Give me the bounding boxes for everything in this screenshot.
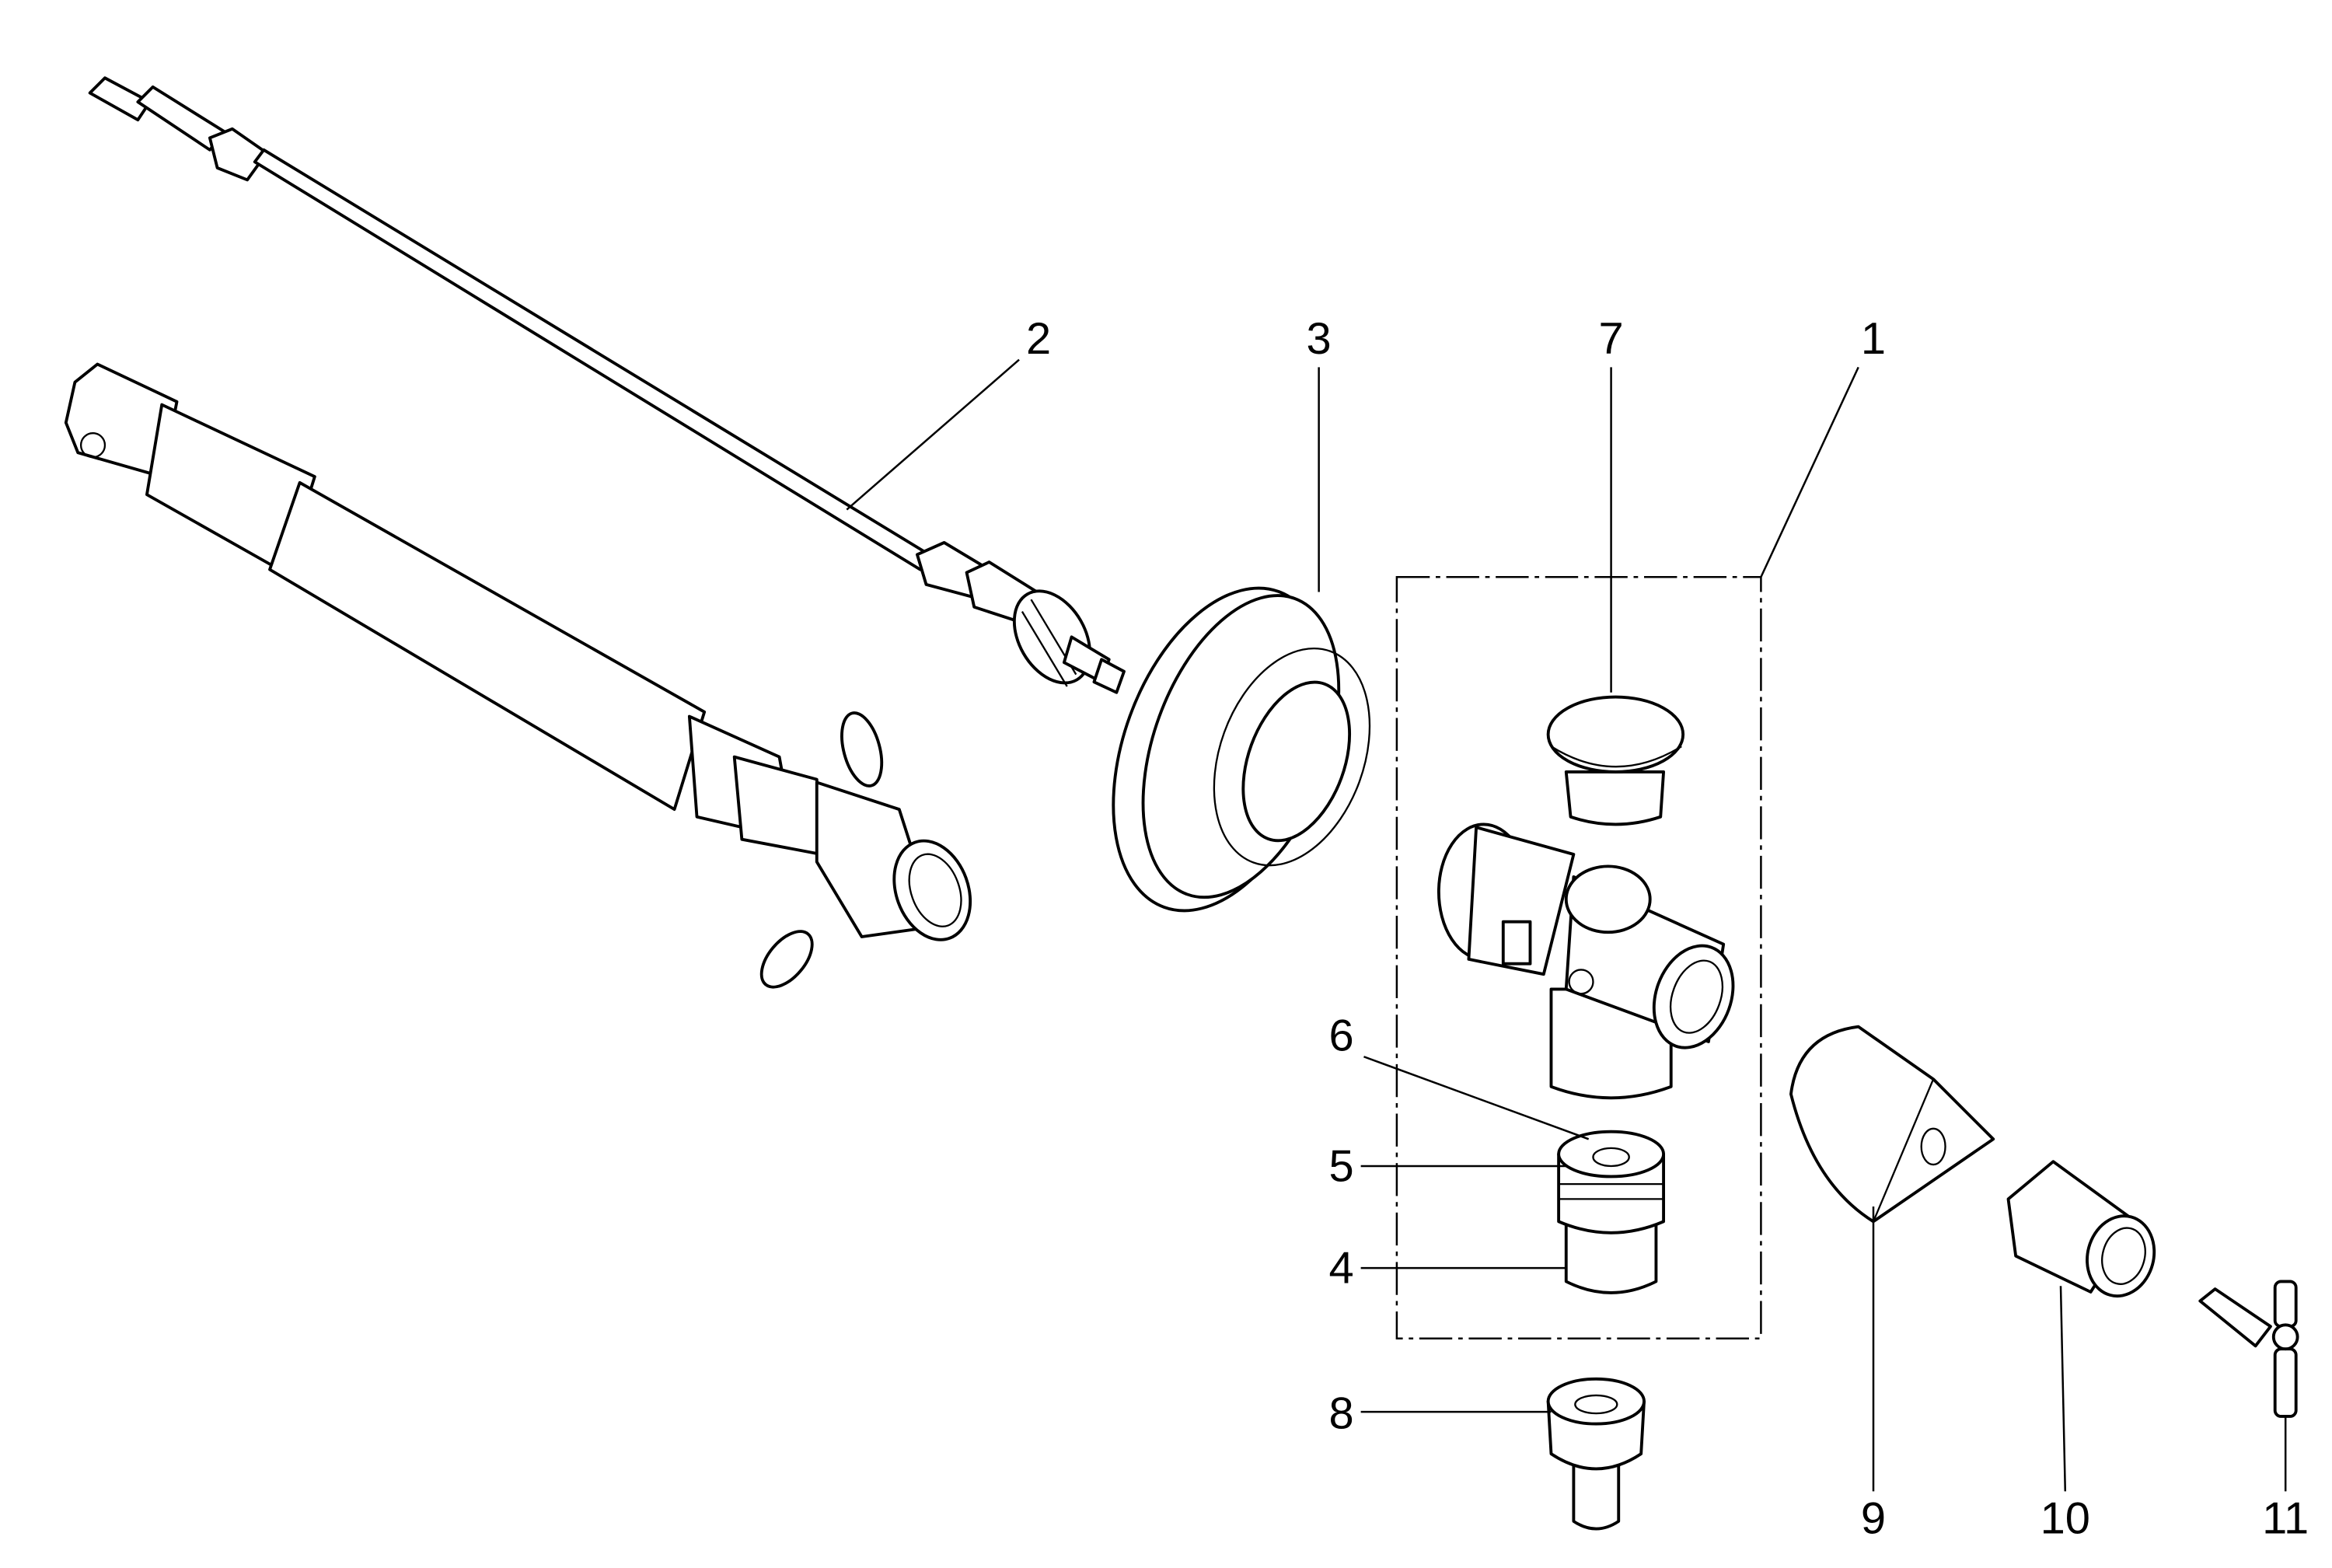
part-1-assembly-boundary — [1395, 576, 1762, 1339]
part-11-tee-key — [2198, 1280, 2299, 1418]
frost-proof-pipe-body — [64, 362, 972, 989]
callout-10: 10 — [2040, 1493, 2090, 1543]
valve-body — [1437, 822, 1735, 1100]
callout-6: 6 — [1328, 1011, 1353, 1061]
callout-7: 7 — [1599, 314, 1624, 364]
callout-8: 8 — [1328, 1388, 1353, 1438]
callout-11: 11 — [2262, 1493, 2309, 1543]
part-7-cap — [1546, 695, 1685, 826]
callout-2: 2 — [1026, 314, 1051, 364]
part-8-hose-connector — [1546, 1377, 1646, 1531]
leader-lines — [846, 358, 2287, 1492]
part-3-wall-rosette — [1112, 586, 1371, 913]
callout-1: 1 — [1861, 314, 1886, 364]
callout-9: 9 — [1861, 1493, 1886, 1543]
part-9-cover — [1789, 1025, 1995, 1224]
callout-3: 3 — [1307, 314, 1332, 364]
part-2-spindle-extension — [88, 76, 1126, 694]
callout-4: 4 — [1328, 1243, 1353, 1293]
callout-5: 5 — [1328, 1141, 1353, 1191]
part-10-nut — [2006, 1160, 2156, 1298]
parts-4-5-6-cartridge — [1557, 1130, 1666, 1294]
